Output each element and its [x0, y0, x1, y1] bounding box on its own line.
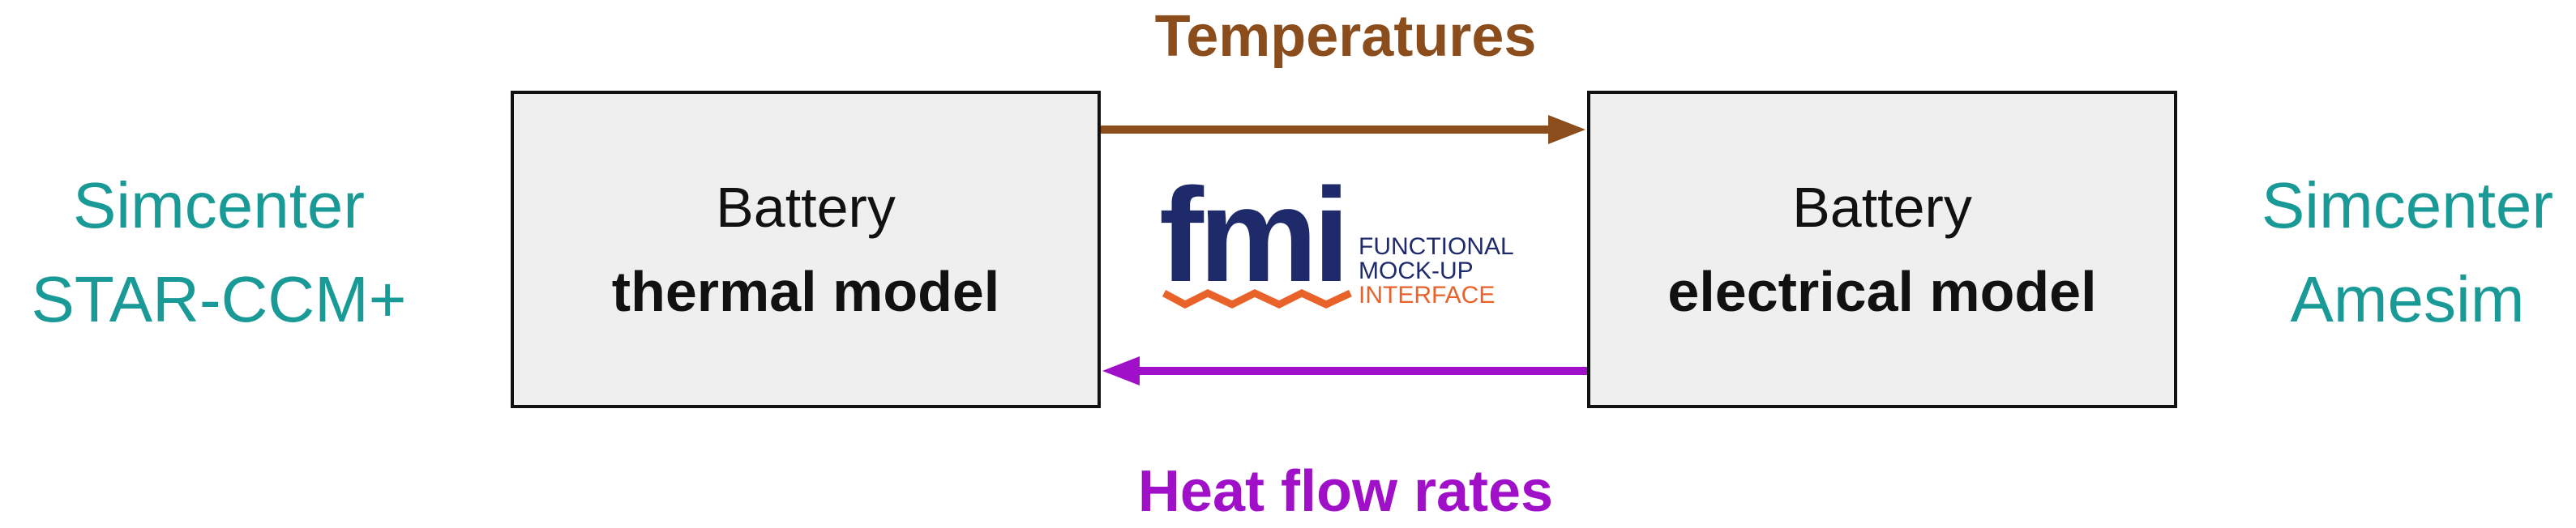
left-tool-line2: STAR-CCM+ [31, 263, 407, 335]
heat-flow-rates-label: Heat flow rates [1137, 459, 1554, 524]
fmi-line3: INTERFACE [1359, 282, 1495, 309]
electrical-box-line1: Battery [1792, 176, 1972, 239]
thermal-box-line1: Battery [716, 176, 896, 239]
electrical-model-box: Battery electrical model [1587, 91, 2177, 408]
left-tool-line1: Simcenter [72, 169, 366, 241]
temperatures-arrow [1101, 115, 1585, 144]
right-tool-line1: Simcenter [2261, 169, 2554, 241]
temperatures-label: Temperatures [1154, 4, 1537, 69]
electrical-box-line2: electrical model [1667, 260, 2097, 323]
fmi-wave-icon [1162, 289, 1352, 309]
thermal-box-line2: thermal model [611, 260, 1000, 323]
fmi-line1: FUNCTIONAL [1359, 233, 1514, 260]
heat-flow-arrow [1102, 356, 1587, 385]
right-tool-label: Simcenter Amesim [2221, 159, 2576, 347]
thermal-model-box: Battery thermal model [511, 91, 1101, 408]
fmi-mark: fmi [1159, 180, 1346, 309]
fmi-logo: fmi FUNCTIONAL MOCK-UP INTERFACE [1159, 180, 1514, 309]
fmi-line2: MOCK-UP [1359, 258, 1474, 284]
left-tool-label: Simcenter STAR-CCM+ [0, 159, 438, 347]
right-tool-line2: Amesim [2290, 263, 2525, 335]
